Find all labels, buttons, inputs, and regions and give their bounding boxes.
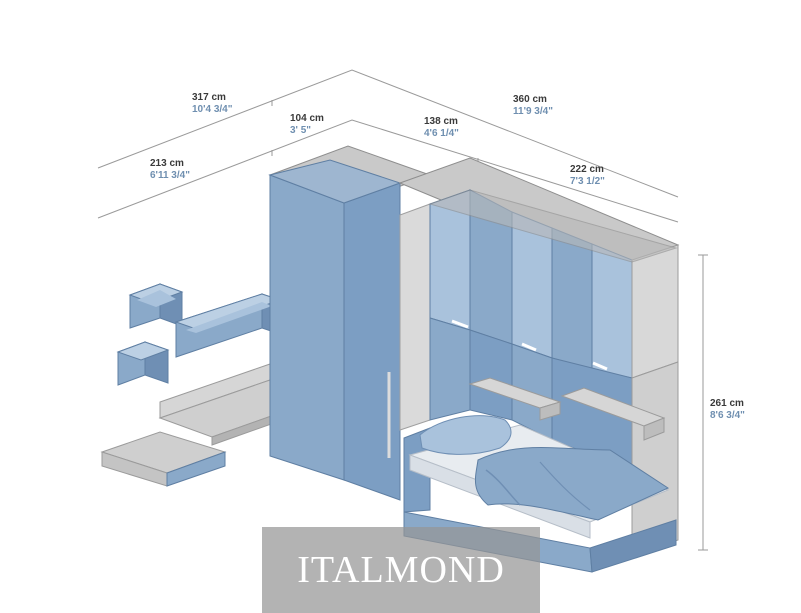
dim-overall-left-in: 10'4 3/4" <box>192 104 233 115</box>
dimension-labels: 317 cm 10'4 3/4" 360 cm 11'9 3/4" 104 cm… <box>150 92 745 421</box>
dim-desk-depth-cm: 104 cm <box>290 113 324 124</box>
bridge-unit <box>398 157 680 556</box>
dim-desk-depth-in: 3' 5" <box>290 125 311 136</box>
dim-overall-left-cm: 317 cm <box>192 92 226 103</box>
dim-height-cm: 261 cm <box>710 398 744 409</box>
dim-bridge-width-in: 7'3 1/2" <box>570 176 605 187</box>
dim-lower-left-in: 6'11 3/4" <box>150 170 190 181</box>
dim-lower-left-cm: 213 cm <box>150 158 184 169</box>
wall-cubes <box>116 283 282 386</box>
watermark-overlay: ITALMOND <box>262 527 540 613</box>
dim-overall-right-in: 11'9 3/4" <box>513 106 553 117</box>
dim-height-in: 8'6 3/4" <box>710 410 745 421</box>
dim-bridge-width-cm: 222 cm <box>570 164 604 175</box>
watermark-text: ITALMOND <box>297 549 505 591</box>
dim-wardrobe-width-in: 4'6 1/4" <box>424 128 459 139</box>
tall-wardrobe <box>268 145 432 501</box>
dim-overall-right-cm: 360 cm <box>513 94 547 105</box>
desk-pedestal <box>322 398 344 480</box>
dim-wardrobe-width-cm: 138 cm <box>424 116 458 127</box>
dimension-lines <box>97 69 708 551</box>
